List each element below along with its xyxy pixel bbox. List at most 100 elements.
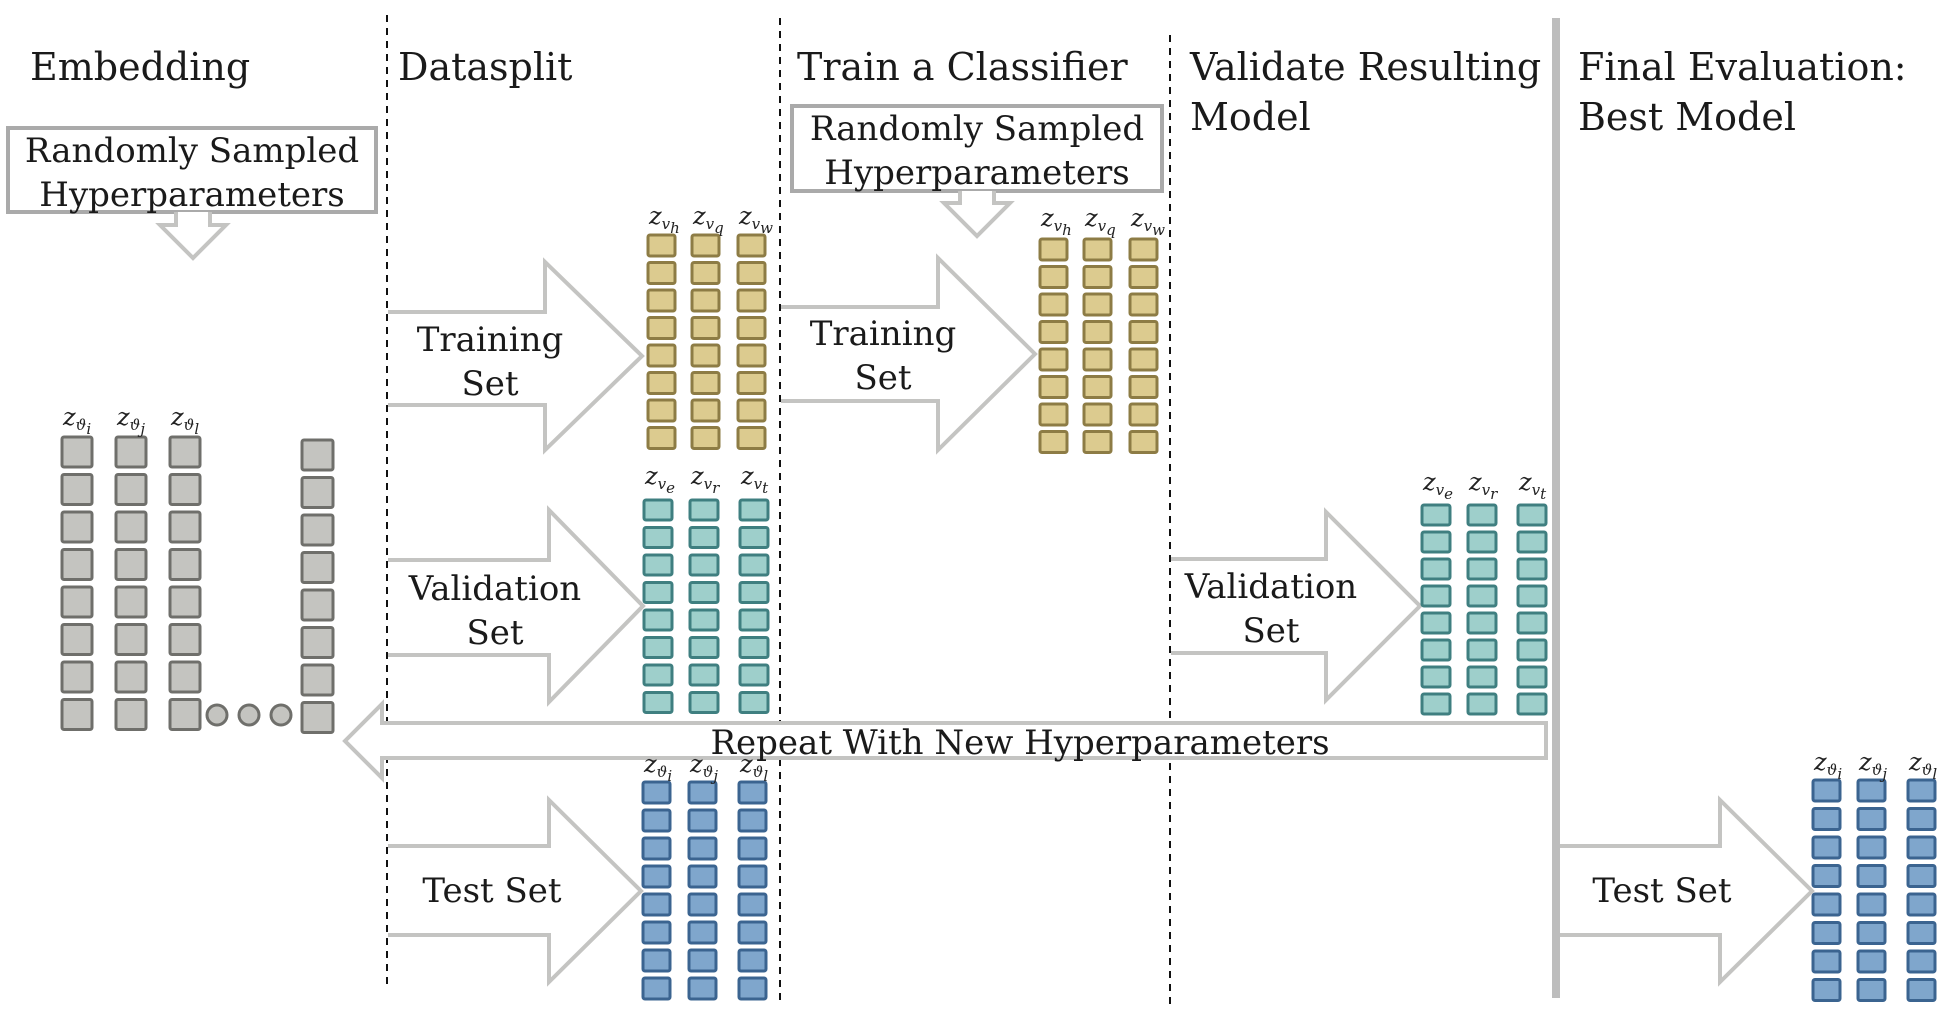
matrix-cell: [1906, 921, 1937, 945]
matrix-cell: [1466, 638, 1498, 662]
matrix-cell: [1082, 375, 1113, 399]
matrix-cell: [60, 585, 94, 619]
validate-validation-arrow: Validation Set: [1171, 507, 1423, 705]
matrix-cell: [168, 548, 202, 581]
validate-validation-label-line2: Set: [1242, 611, 1299, 651]
matrix-cell: [114, 548, 148, 581]
matrix-cell: [738, 691, 770, 714]
datasplit-validation-arrow: Validation Set: [388, 505, 646, 707]
column-symbol: zvq: [1084, 204, 1116, 239]
column-symbol: zϑi: [643, 750, 672, 785]
matrix-cell: [738, 663, 770, 687]
matrix-cell: [114, 435, 148, 469]
train-training-label-line1: Training: [810, 314, 957, 354]
matrix-cell: [1811, 807, 1842, 831]
matrix-cell: [1420, 638, 1452, 662]
column-symbol: zvw: [1130, 204, 1165, 239]
matrix-cell: [1128, 292, 1159, 317]
matrix-cell: [168, 435, 202, 469]
matrix-cell: [1420, 530, 1452, 554]
matrix-cell: [300, 701, 335, 734]
datasplit-test-arrow: Test Set: [388, 795, 644, 987]
matrix-cell: [641, 808, 672, 833]
validate-title-line1: Validate Resulting: [1189, 45, 1541, 89]
matrix-cell: [1082, 430, 1113, 454]
matrix-cell: [646, 398, 677, 423]
column-symbol: zve: [1422, 468, 1453, 503]
matrix-cell: [738, 581, 770, 604]
column-symbol: zϑl: [739, 750, 768, 785]
final-title-line1: Final Evaluation:: [1578, 45, 1907, 89]
matrix-cell: [1516, 665, 1548, 689]
matrix-cell: [646, 288, 677, 313]
matrix-cell: [736, 261, 767, 285]
matrix-cell: [690, 426, 721, 450]
matrix-cell: [1906, 864, 1937, 888]
matrix-cell: [1466, 584, 1498, 608]
matrix-cell: [1128, 265, 1159, 289]
matrix-cell: [60, 435, 94, 469]
matrix-cell: [642, 553, 674, 577]
matrix-cell: [737, 948, 768, 973]
matrix-cell: [687, 976, 718, 1001]
matrix-cell: [688, 581, 720, 604]
matrix-cell: [1811, 864, 1842, 888]
matrix-cell: [1516, 584, 1548, 608]
matrix-cell: [1082, 265, 1113, 289]
matrix-cell: [1128, 402, 1159, 427]
matrix-cell: [1082, 347, 1113, 372]
matrix-cell: [1516, 503, 1548, 527]
matrix-cell: [168, 585, 202, 619]
column-symbol: zvw: [738, 202, 773, 237]
matrix-cell: [300, 438, 335, 472]
column-symbol: zϑj: [116, 403, 145, 438]
matrix-cell: [737, 892, 768, 917]
matrix-cell: [737, 836, 768, 861]
matrix-cell: [642, 581, 674, 604]
datasplit-test-label: Test Set: [422, 871, 561, 911]
repeat-arrow-label: Repeat With New Hyperparameters: [710, 723, 1329, 763]
matrix-cell: [1811, 778, 1842, 803]
matrix-cell: [168, 623, 202, 656]
datasplit-validation-label-line2: Set: [466, 613, 523, 653]
matrix-cell: [690, 343, 721, 368]
matrix-cell: [1466, 692, 1498, 716]
matrix-cell: [300, 551, 335, 584]
matrix-cell: [1516, 692, 1548, 716]
matrix-cell: [1516, 611, 1548, 635]
matrix-cell: [646, 426, 677, 450]
matrix-cell: [1466, 611, 1498, 635]
matrix-cell: [738, 636, 770, 659]
matrix-cell: [738, 608, 770, 632]
matrix-cell: [1906, 778, 1937, 803]
validate-title-line2: Model: [1190, 95, 1311, 139]
matrix-cell: [736, 316, 767, 340]
matrix-cell: [1420, 584, 1452, 608]
datasplit-training-arrow: Training Set: [388, 257, 645, 455]
matrix-cell: [688, 553, 720, 577]
matrix-cell: [736, 426, 767, 450]
matrix-cell: [1038, 265, 1069, 289]
matrix-cell: [690, 288, 721, 313]
matrix-cell: [1906, 978, 1937, 1002]
column-symbol: zϑj: [1858, 748, 1887, 783]
matrix-cell: [1516, 638, 1548, 662]
embedding-ellipsis-dot: [205, 703, 229, 727]
matrix-cell: [687, 808, 718, 833]
matrix-cell: [688, 498, 720, 522]
matrix-cell: [1856, 892, 1887, 917]
matrix-cell: [1811, 892, 1842, 917]
matrix-cell: [1516, 557, 1548, 581]
matrix-cell: [687, 836, 718, 861]
matrix-cell: [646, 261, 677, 285]
train-hyperparams-line2: Hyperparameters: [824, 153, 1129, 193]
column-symbol: zvr: [690, 462, 720, 497]
matrix-cell: [687, 864, 718, 889]
matrix-cell: [736, 233, 767, 258]
datasplit-training-label-line1: Training: [417, 320, 564, 360]
matrix-cell: [1466, 503, 1498, 527]
column-symbol: zvh: [648, 202, 680, 237]
